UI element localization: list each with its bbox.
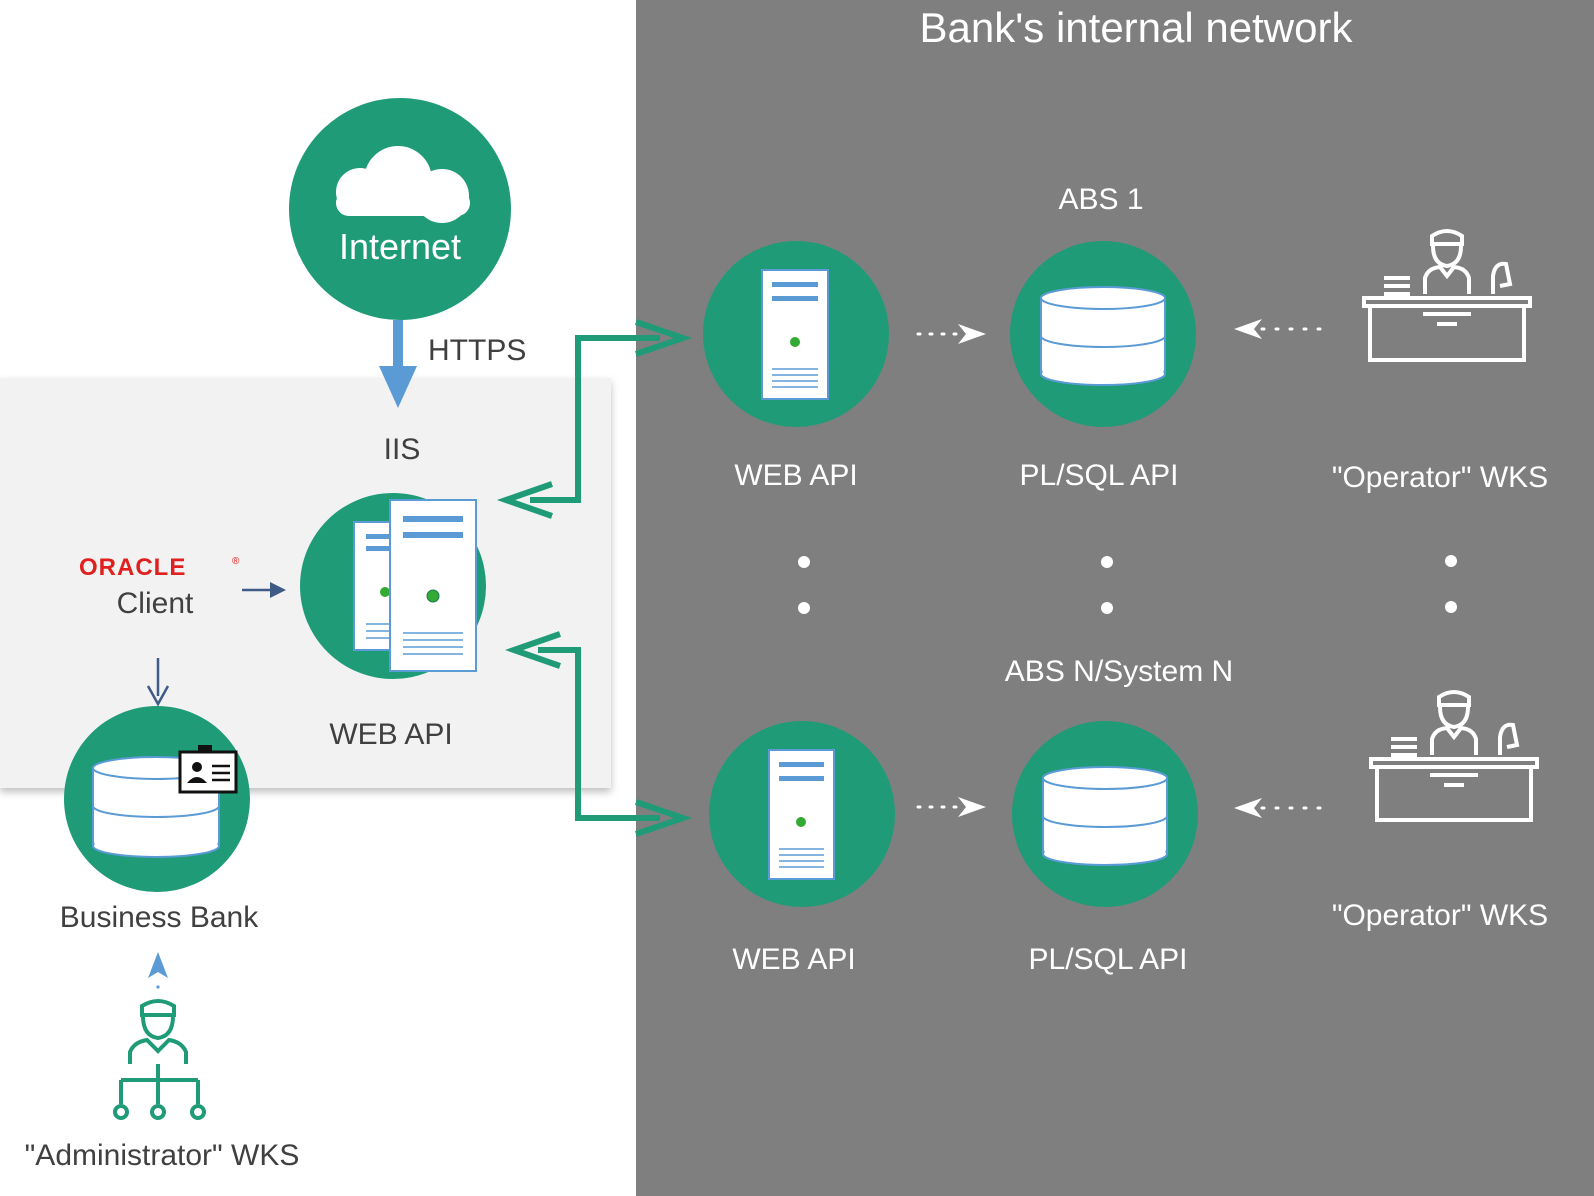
abs-bottom-plsql-label: PL/SQL API (1029, 943, 1188, 976)
business-bank-node (64, 706, 250, 892)
iis-label: IIS (384, 433, 421, 466)
server-stack-icon (353, 499, 477, 672)
bank-network-title: Bank's internal network (920, 4, 1354, 51)
id-card-icon (178, 745, 238, 794)
abs-top-plsql-label: PL/SQL API (1020, 459, 1179, 492)
database-icon (92, 756, 220, 858)
abs-top-operator-label: "Operator" WKS (1332, 461, 1548, 494)
iis-web-api-node (300, 493, 486, 679)
abs-bottom-operator-label: "Operator" WKS (1332, 899, 1548, 932)
client-to-database-arrow (146, 658, 170, 707)
abs-top-operator-to-plsql-arrow (1234, 319, 1324, 339)
administrator-label: "Administrator" WKS (25, 1139, 300, 1172)
https-label: HTTPS (428, 334, 526, 367)
abs-bottom-label: ABS N/System N (1005, 655, 1233, 688)
internet-node: Internet (289, 98, 511, 320)
administrator-hierarchy-icon (113, 999, 206, 1120)
connector-iis-abs-top (496, 319, 693, 519)
abs-top-web-api-label: WEB API (734, 459, 857, 492)
cloud-icon (336, 146, 470, 223)
continuation-dots (798, 555, 1457, 614)
connector-iis-abs-bottom (504, 631, 693, 837)
business-bank-label: Business Bank (60, 901, 259, 934)
abs-bottom-plsql-node (1012, 721, 1198, 907)
internet-label: Internet (339, 226, 461, 267)
oracle-logo: ORACLE (79, 554, 186, 581)
client-to-iis-arrow (242, 582, 286, 598)
server-icon (761, 269, 829, 400)
abs-top-label: ABS 1 (1058, 183, 1143, 216)
oracle-client-label: Client (117, 587, 194, 620)
https-arrow (379, 320, 417, 408)
abs-bottom-operator-to-plsql-arrow (1234, 798, 1324, 818)
abs-bottom-web-api-node (709, 721, 895, 907)
database-icon (1040, 286, 1166, 386)
abs-bottom-web-api-label: WEB API (732, 943, 855, 976)
abs-bottom-webapi-to-plsql-arrow (916, 797, 986, 817)
abs-bottom-operator-icon (1369, 690, 1539, 822)
iis-web-api-label: WEB API (329, 718, 452, 751)
abs-top-plsql-node (1010, 241, 1196, 427)
abs-top-web-api-node (703, 241, 889, 427)
admin-to-database-arrow (148, 952, 168, 989)
abs-top-webapi-to-plsql-arrow (916, 324, 986, 344)
abs-top-operator-icon (1362, 229, 1532, 362)
database-icon (1042, 766, 1168, 866)
oracle-trademark: ® (232, 556, 240, 567)
server-icon (768, 749, 835, 880)
bank-network-zone (636, 0, 1594, 1196)
